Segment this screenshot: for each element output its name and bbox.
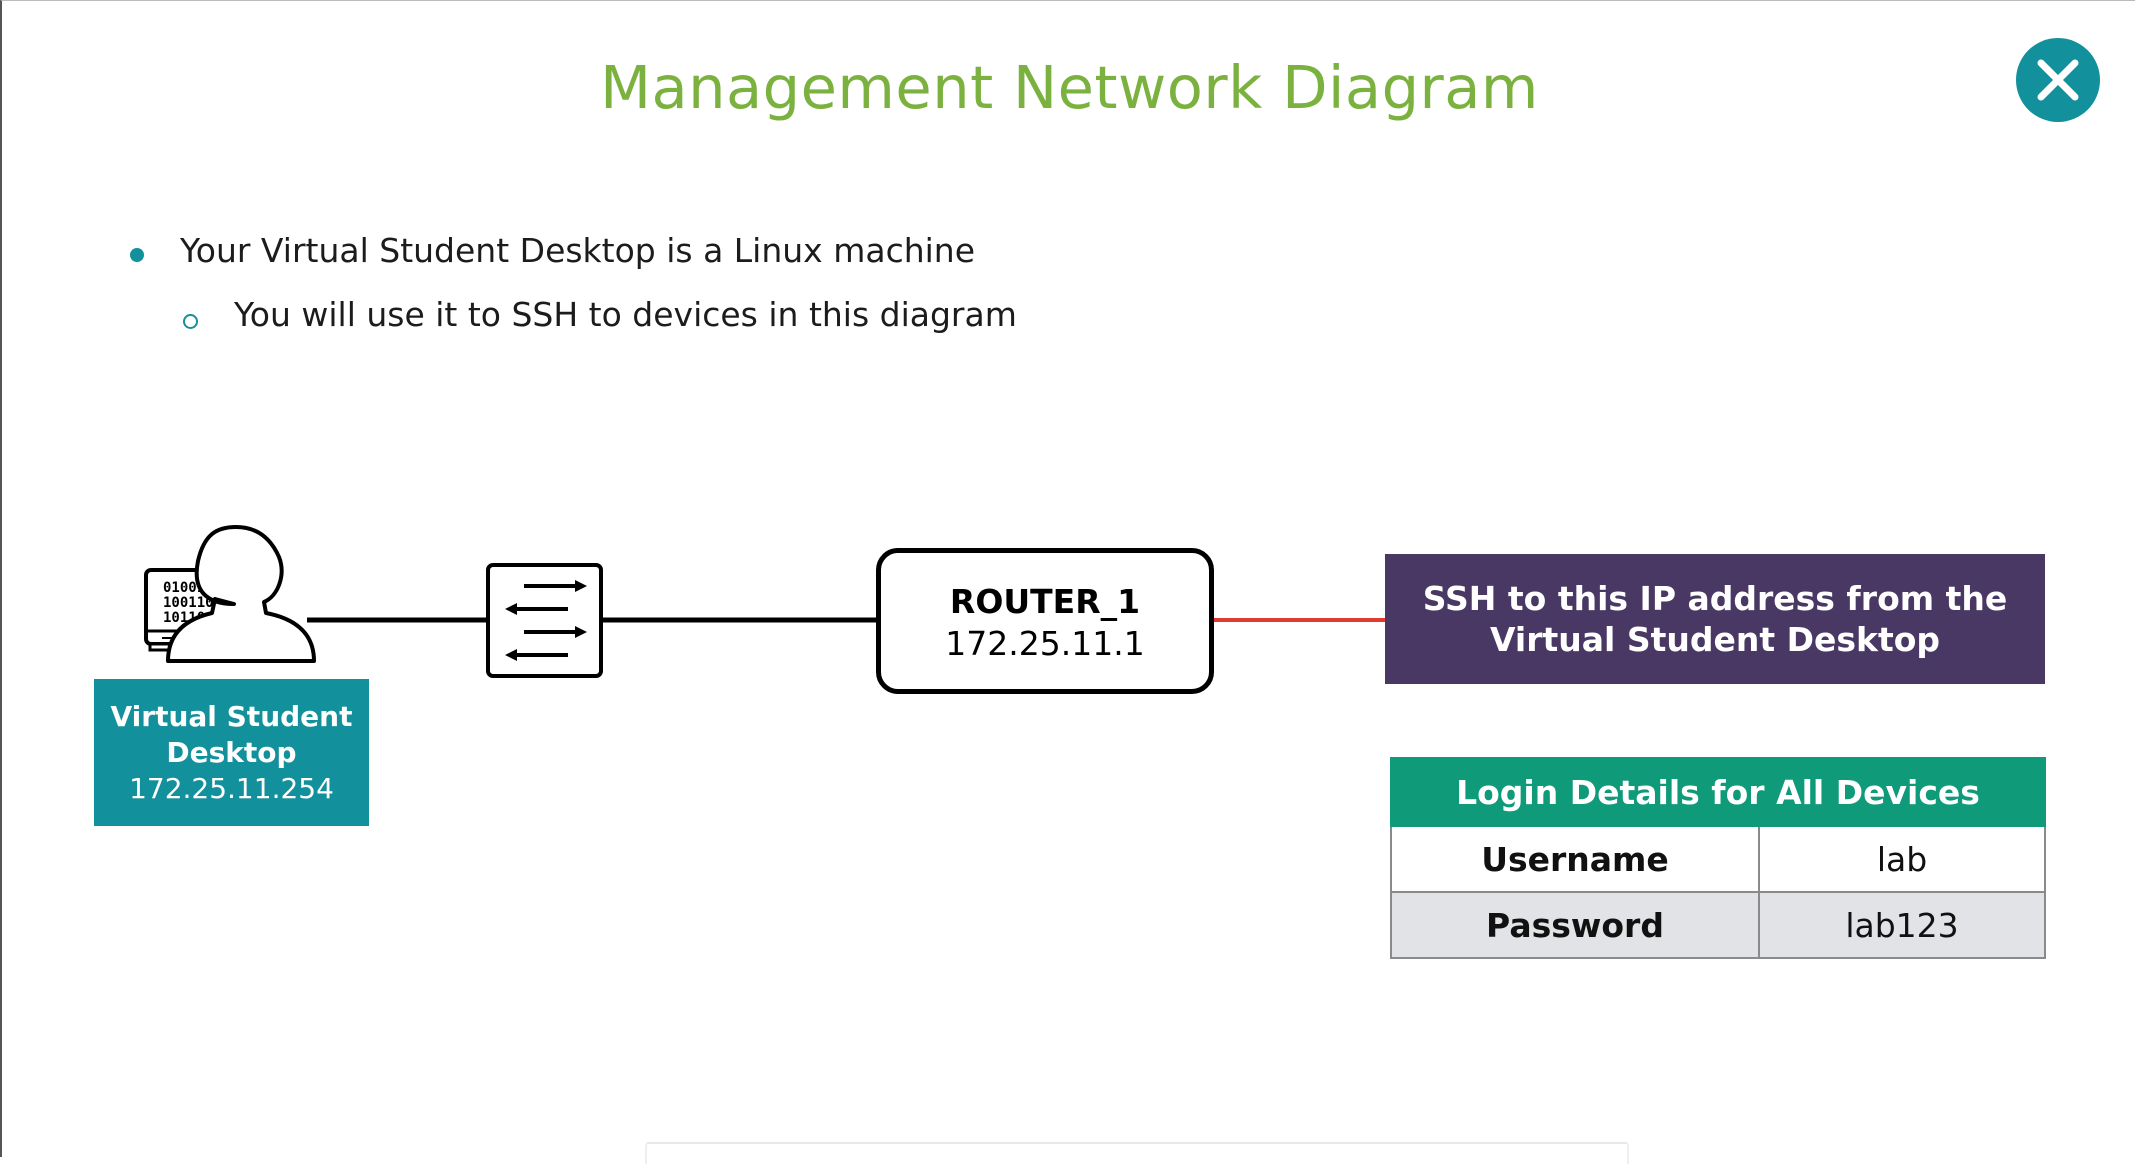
close-icon <box>2037 59 2079 101</box>
bottom-panel-edge <box>645 1142 1629 1164</box>
sub-bullet-item: You will use it to SSH to devices in thi… <box>234 295 1017 334</box>
table-row: Username lab <box>1390 825 2046 893</box>
login-table-heading: Login Details for All Devices <box>1390 757 2046 827</box>
switch-icon <box>486 563 603 678</box>
page-title: Management Network Diagram <box>600 53 1539 122</box>
password-value: lab123 <box>1758 891 2046 959</box>
desktop-label-line2: Desktop <box>166 736 297 769</box>
username-label: Username <box>1390 825 1760 893</box>
desktop-ip: 172.25.11.254 <box>129 772 334 805</box>
router-name: ROUTER_1 <box>949 582 1141 621</box>
user-computer-icon: 0100100 1001101 10110 <box>144 525 316 663</box>
username-value: lab <box>1758 825 2046 893</box>
ssh-callout: SSH to this IP address from the Virtual … <box>1385 554 2045 684</box>
table-row: Password lab123 <box>1390 891 2046 959</box>
close-button[interactable] <box>2016 38 2100 122</box>
desktop-label: Virtual Student Desktop 172.25.11.254 <box>94 679 369 826</box>
desktop-label-line1: Virtual Student <box>110 700 353 733</box>
login-details-table: Login Details for All Devices Username l… <box>1390 757 2046 959</box>
router-node: ROUTER_1 172.25.11.1 <box>876 548 1214 694</box>
bullet-item: Your Virtual Student Desktop is a Linux … <box>180 231 976 270</box>
bullet-dot-icon <box>130 248 144 262</box>
password-label: Password <box>1390 891 1760 959</box>
sub-bullet-circle-icon <box>183 314 198 329</box>
router-ip: 172.25.11.1 <box>945 624 1145 663</box>
